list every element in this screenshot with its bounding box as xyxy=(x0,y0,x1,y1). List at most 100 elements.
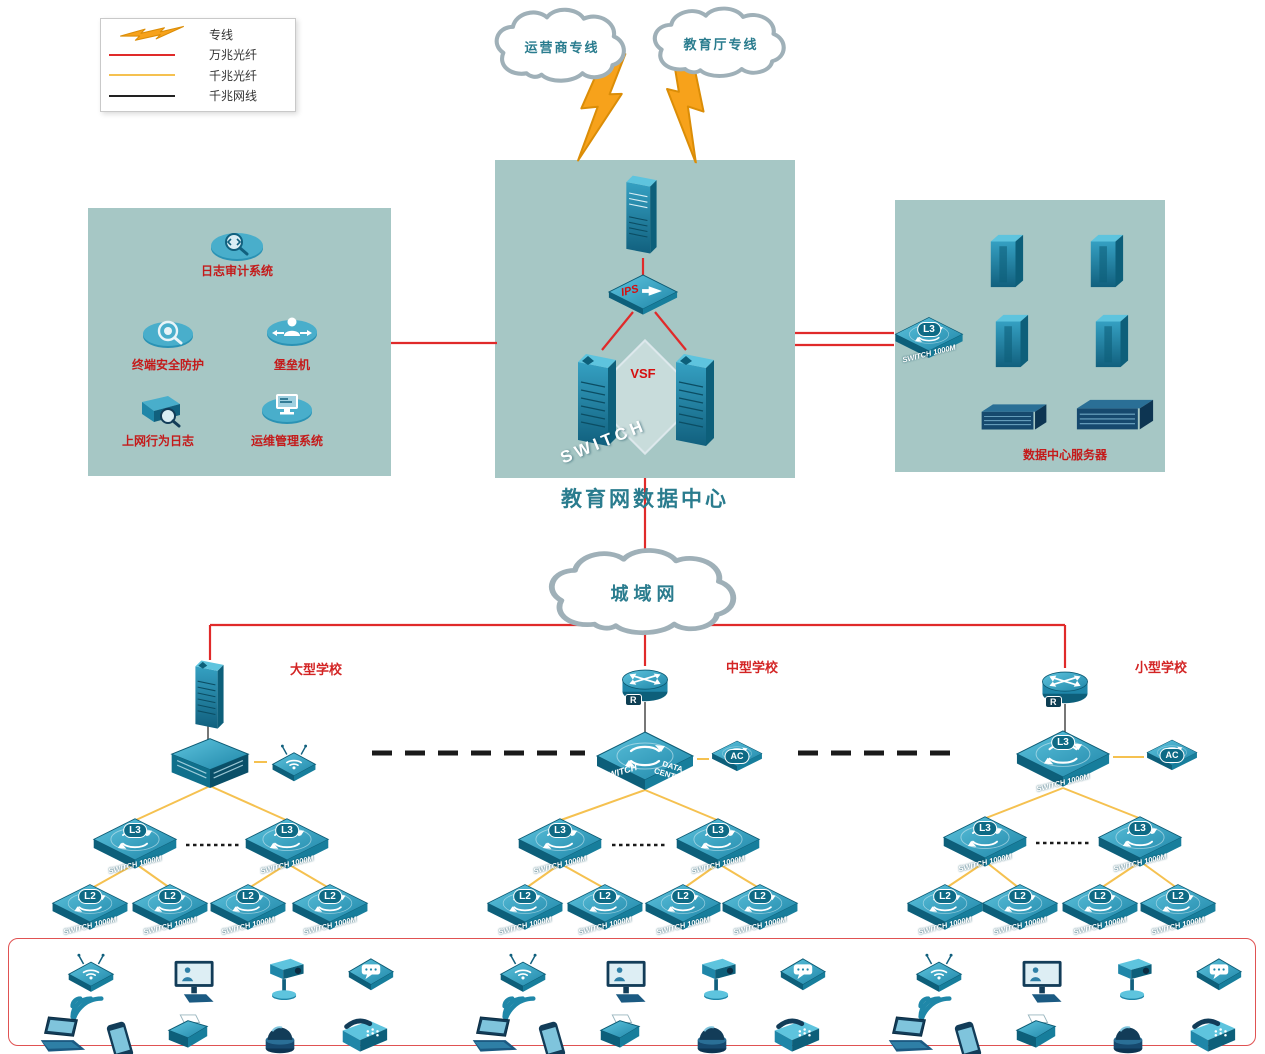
laptop-icon xyxy=(881,1015,937,1054)
edu-cloud-label: 教育厅专线 xyxy=(683,36,759,52)
l2-access-switch: L2 SWITCH 1000M xyxy=(486,883,564,936)
dome-camera-icon xyxy=(691,1017,733,1054)
ptz-camera-icon xyxy=(691,955,743,1005)
ip-phone-icon xyxy=(335,1015,391,1054)
smartphone-icon xyxy=(103,1019,137,1054)
large-school-gateway xyxy=(188,656,228,730)
l3-badge: L3 xyxy=(548,823,572,838)
ptz-camera-icon xyxy=(259,955,311,1005)
desktop-monitor-icon xyxy=(1017,959,1069,1005)
l3-aggregation-switch: L3 SWITCH 1000M xyxy=(675,817,761,876)
ip-phone-icon xyxy=(767,1015,823,1054)
l2-badge: L2 xyxy=(513,889,537,904)
printer-icon xyxy=(1011,1013,1061,1053)
firewall-device xyxy=(619,171,663,255)
l2-badge: L2 xyxy=(158,889,182,904)
small-school-core-switch: L3 SWITCH 1000M xyxy=(1015,729,1111,794)
laptop-icon xyxy=(465,1015,521,1054)
l2-access-switch: L2 SWITCH 1000M xyxy=(51,883,129,936)
log-audit-label: 日志审计系统 xyxy=(200,264,273,278)
netlog-icon xyxy=(128,390,188,430)
lightning-bolt-icon xyxy=(109,25,197,43)
l2-access-switch: L2 SWITCH 1000M xyxy=(644,883,722,936)
l2-badge: L2 xyxy=(1166,889,1190,904)
desktop-monitor-icon xyxy=(169,959,221,1005)
router-badge: R xyxy=(1045,695,1062,708)
printer-icon xyxy=(595,1013,645,1053)
l3-badge: L3 xyxy=(917,322,941,337)
l2-badge: L2 xyxy=(1008,889,1032,904)
l2-access-switch: L2 SWITCH 1000M xyxy=(981,883,1059,936)
ptz-camera-icon xyxy=(1107,955,1159,1005)
ops-management-label: 运维管理系统 xyxy=(250,434,323,448)
endpoint-group-small xyxy=(877,939,1265,1045)
l3-aggregation-switch: L3 SWITCH 1000M xyxy=(1097,815,1183,874)
terminal-security-icon xyxy=(138,314,198,354)
bastion-host-label: 堡垒机 xyxy=(273,358,310,372)
desktop-monitor-icon xyxy=(601,959,653,1005)
l3-aggregation-switch: L3 SWITCH 1000M xyxy=(517,817,603,876)
edu-cloud: 教育厅专线 xyxy=(645,4,797,82)
router-badge: R xyxy=(625,693,642,706)
l3-aggregation-switch: L3 SWITCH 1000M xyxy=(92,817,178,876)
ops-management-icon xyxy=(257,388,317,428)
serverroom-switch: L3 SWITCH 1000M xyxy=(894,316,964,364)
school-large-label: 大型学校 xyxy=(290,662,343,677)
chat-bubble-icon xyxy=(779,957,827,996)
l3-badge: L3 xyxy=(275,823,299,838)
legend-row-1g-fiber: 千兆光纤 xyxy=(109,65,287,85)
man-cloud-label: 城域网 xyxy=(610,583,680,604)
medium-school-router: R xyxy=(619,664,671,706)
l2-access-switch: L2 SWITCH 1000M xyxy=(1061,883,1139,936)
school-small-label: 小型学校 xyxy=(1135,660,1188,675)
l2-access-switch: L2 SWITCH 1000M xyxy=(131,883,209,936)
ips-device: IPS xyxy=(607,273,679,317)
l2-badge: L2 xyxy=(593,889,617,904)
legend-label: 千兆光纤 xyxy=(209,68,258,83)
l3-badge: L3 xyxy=(123,823,147,838)
ac-badge: AC xyxy=(724,749,750,764)
small-school-router: R xyxy=(1039,666,1091,708)
rack-server xyxy=(980,402,1048,434)
dome-camera-icon xyxy=(259,1017,301,1054)
red-line-sample xyxy=(109,53,175,56)
legend-label: 万兆光纤 xyxy=(209,48,258,63)
l2-access-switch: L2 SWITCH 1000M xyxy=(906,883,984,936)
server-cabinet xyxy=(1087,232,1125,293)
l2-access-switch: L2 SWITCH 1000M xyxy=(1139,883,1217,936)
l3-badge: L3 xyxy=(1128,821,1152,836)
yellow-line-sample xyxy=(109,74,175,77)
l2-badge: L2 xyxy=(318,889,342,904)
l2-access-switch: L2 SWITCH 1000M xyxy=(566,883,644,936)
netlog-label: 上网行为日志 xyxy=(121,434,194,448)
serverroom-title: 数据中心服务器 xyxy=(1022,448,1107,462)
legend-row-10g: 万兆光纤 xyxy=(109,45,287,65)
laptop-icon xyxy=(33,1015,89,1054)
l2-access-switch: L2 SWITCH 1000M xyxy=(209,883,287,936)
bastion-host-icon xyxy=(262,312,322,352)
l3-aggregation-switch: L3 SWITCH 1000M xyxy=(244,817,330,876)
legend-row-leased: 专线 xyxy=(109,24,287,44)
l3-badge: L3 xyxy=(973,821,997,836)
endpoint-devices-panel xyxy=(8,938,1256,1046)
legend-label: 专线 xyxy=(209,27,234,42)
server-cabinet xyxy=(992,312,1030,373)
endpoint-group-medium xyxy=(461,939,851,1045)
l3-aggregation-switch: L3 SWITCH 1000M xyxy=(942,815,1028,874)
l2-access-switch: L2 SWITCH 1000M xyxy=(291,883,369,936)
legend: 专线 万兆光纤 千兆光纤 千兆网线 xyxy=(100,18,296,112)
isp-cloud-label: 运营商专线 xyxy=(524,39,600,55)
chat-bubble-icon xyxy=(347,957,395,996)
log-audit-icon xyxy=(207,226,267,266)
l3-badge: L3 xyxy=(706,823,730,838)
large-school-wireless-controller xyxy=(269,742,319,787)
l2-access-switch: L2 SWITCH 1000M xyxy=(721,883,799,936)
school-medium-label: 中型学校 xyxy=(726,660,779,675)
chat-bubble-icon xyxy=(1195,957,1243,996)
l2-badge: L2 xyxy=(933,889,957,904)
endpoint-group-large xyxy=(29,939,419,1045)
terminal-security-label: 终端安全防护 xyxy=(131,358,204,372)
printer-icon xyxy=(163,1013,213,1053)
legend-row-1g-copper: 千兆网线 xyxy=(109,86,287,106)
